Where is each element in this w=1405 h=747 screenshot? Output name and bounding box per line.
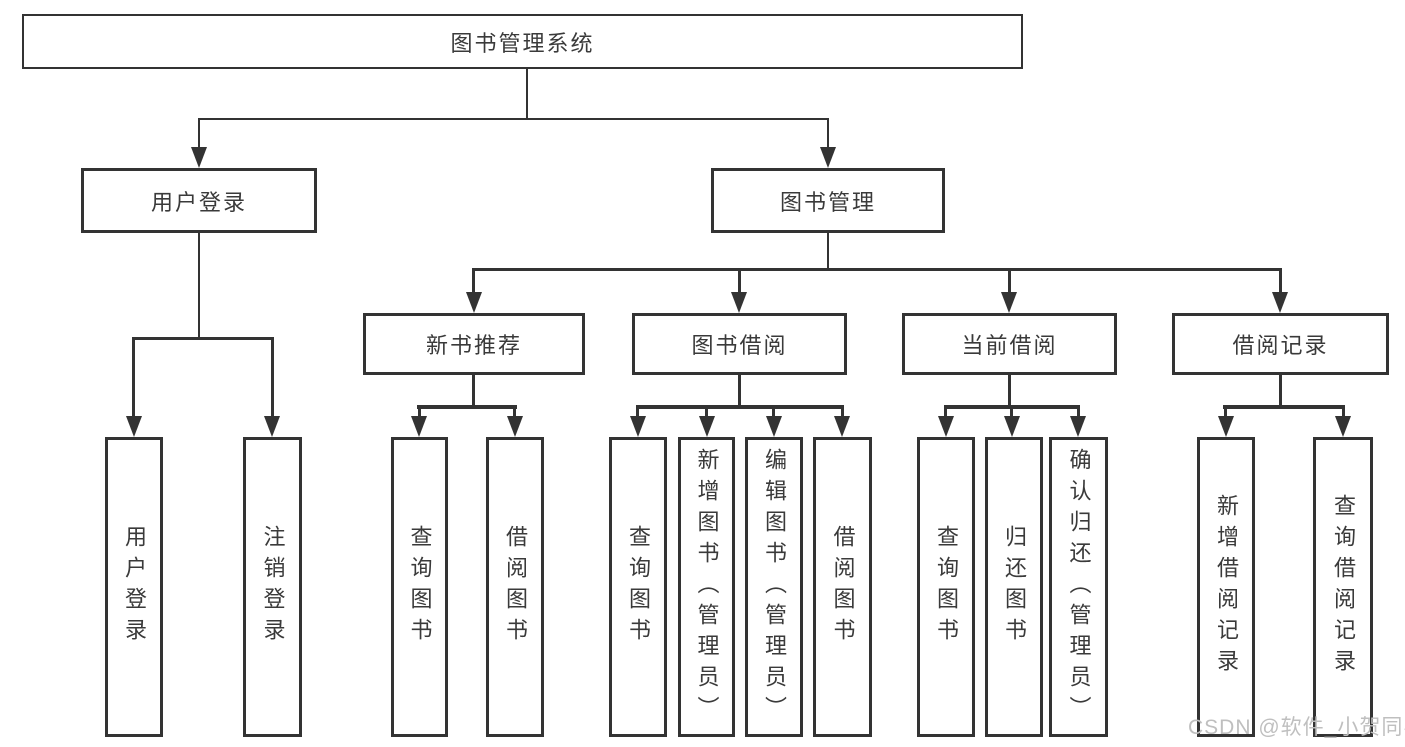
connector-line bbox=[132, 337, 135, 420]
leaf-bb-add-books-admin: 新增图书（管理员） bbox=[678, 437, 735, 737]
arrowhead-down bbox=[1272, 292, 1288, 313]
node-book-borrow: 图书借阅 bbox=[632, 313, 847, 375]
connector-line bbox=[417, 405, 517, 409]
arrowhead-down bbox=[699, 416, 715, 437]
leaf-nb-borrow-books: 借阅图书 bbox=[486, 437, 544, 737]
connector-line bbox=[472, 268, 1282, 271]
arrowhead-down bbox=[731, 292, 747, 313]
arrowhead-down bbox=[191, 147, 207, 168]
connector-line bbox=[944, 405, 947, 421]
connector-line bbox=[841, 405, 844, 421]
node-current-borrow: 当前借阅 bbox=[902, 313, 1117, 375]
connector-line bbox=[198, 118, 829, 120]
connector-line bbox=[1279, 268, 1282, 296]
leaf-nb-query-books: 查询图书 bbox=[391, 437, 448, 737]
arrowhead-down bbox=[630, 416, 646, 437]
connector-line bbox=[738, 268, 741, 296]
connector-line bbox=[1279, 375, 1282, 407]
node-root: 图书管理系统 bbox=[22, 14, 1023, 69]
node-user-login: 用户登录 bbox=[81, 168, 317, 233]
connector-line bbox=[472, 268, 475, 296]
connector-line bbox=[1008, 375, 1011, 407]
arrowhead-down bbox=[1001, 292, 1017, 313]
leaf-br-query-record: 查询借阅记录 bbox=[1313, 437, 1373, 737]
leaf-cb-confirm-return-admin: 确认归还（管理员） bbox=[1049, 437, 1108, 737]
connector-line bbox=[198, 233, 200, 338]
arrowhead-down bbox=[507, 416, 523, 437]
arrowhead-down bbox=[820, 147, 836, 168]
arrowhead-down bbox=[834, 416, 850, 437]
connector-line bbox=[526, 69, 528, 119]
arrowhead-down bbox=[1004, 416, 1020, 437]
arrowhead-down bbox=[766, 416, 782, 437]
leaf-br-add-record: 新增借阅记录 bbox=[1197, 437, 1255, 737]
connector-line bbox=[1223, 405, 1345, 409]
leaf-bb-borrow-books: 借阅图书 bbox=[813, 437, 872, 737]
leaf-cb-return-books: 归还图书 bbox=[985, 437, 1043, 737]
connector-line bbox=[418, 405, 421, 421]
leaf-user-login: 用户登录 bbox=[105, 437, 163, 737]
node-borrow-records: 借阅记录 bbox=[1172, 313, 1389, 375]
arrowhead-down bbox=[1218, 416, 1234, 437]
leaf-bb-edit-books-admin: 编辑图书（管理员） bbox=[745, 437, 803, 737]
node-new-book-recommend: 新书推荐 bbox=[363, 313, 585, 375]
leaf-bb-query-books: 查询图书 bbox=[609, 437, 667, 737]
leaf-cb-query-books: 查询图书 bbox=[917, 437, 975, 737]
arrowhead-down bbox=[411, 416, 427, 437]
arrowhead-down bbox=[1335, 416, 1351, 437]
connector-line bbox=[1077, 405, 1080, 421]
connector-line bbox=[513, 405, 516, 421]
arrowhead-down bbox=[1070, 416, 1086, 437]
connector-line bbox=[1010, 405, 1013, 421]
arrowhead-down bbox=[264, 416, 280, 437]
connector-line bbox=[1224, 405, 1227, 421]
connector-line bbox=[772, 405, 775, 421]
connector-line bbox=[705, 405, 708, 421]
connector-line bbox=[198, 118, 200, 151]
arrowhead-down bbox=[126, 416, 142, 437]
connector-line bbox=[738, 375, 741, 407]
connector-line bbox=[827, 118, 829, 151]
connector-line bbox=[636, 405, 844, 409]
watermark: CSDN @软件_小贺同学 bbox=[1188, 716, 1405, 739]
connector-line bbox=[271, 337, 274, 420]
connector-line bbox=[132, 337, 274, 340]
connector-line bbox=[636, 405, 639, 421]
connector-line bbox=[1008, 268, 1011, 296]
leaf-logout: 注销登录 bbox=[243, 437, 302, 737]
arrowhead-down bbox=[466, 292, 482, 313]
connector-line bbox=[827, 233, 829, 269]
arrowhead-down bbox=[938, 416, 954, 437]
connector-line bbox=[1342, 405, 1345, 421]
node-book-management: 图书管理 bbox=[711, 168, 945, 233]
connector-line bbox=[472, 375, 475, 407]
